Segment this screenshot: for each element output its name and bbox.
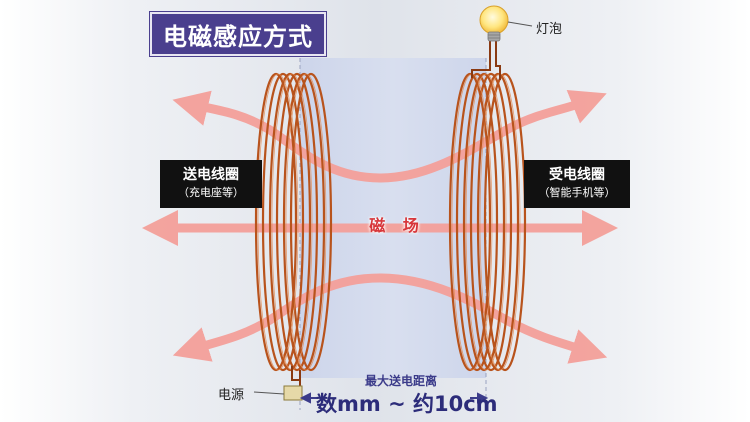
diagram-title-text: 电磁感应方式 [163, 17, 313, 52]
distance-value: 数mm ~ 约10cm [316, 388, 486, 418]
receiver-sublabel-text: （智能手机等） [528, 184, 626, 202]
receiver-coil-label: 受电线圈 （智能手机等） [524, 160, 630, 208]
power-source-label: 电源 [218, 384, 244, 403]
transmitter-sublabel-text: （充电座等） [164, 184, 258, 202]
bulb-label: 灯泡 [536, 18, 562, 37]
transmitter-coil-label: 送电线圈 （充电座等） [160, 160, 262, 208]
receiver-label-text: 受电线圈 [528, 166, 626, 184]
magnetic-field-label: 磁 场 [352, 212, 442, 236]
diagram-title: 电磁感应方式 [150, 12, 326, 56]
transmitter-label-text: 送电线圈 [164, 166, 258, 184]
distance-caption: 最大送电距离 [346, 372, 456, 389]
